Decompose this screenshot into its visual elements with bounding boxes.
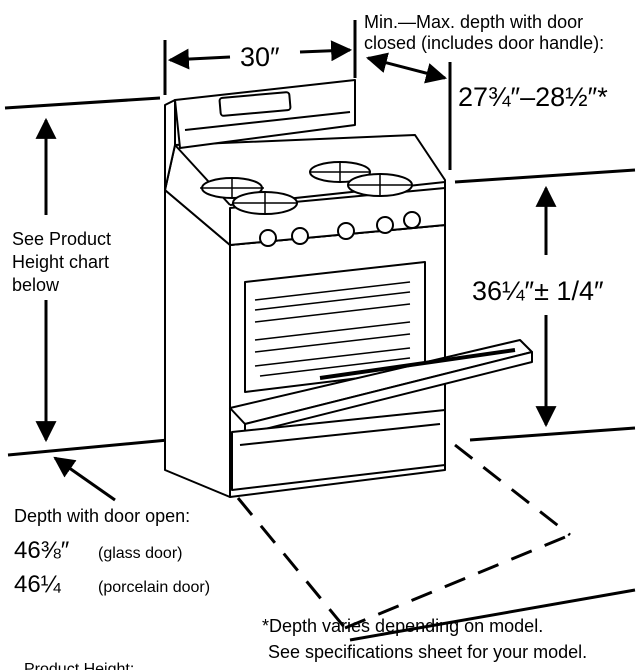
depth-closed-label-1: Min.—Max. depth with door xyxy=(364,12,583,32)
depth-open-arrow xyxy=(53,456,116,502)
width-label: 30″ xyxy=(240,42,280,72)
depth-open-glass-label: (glass door) xyxy=(98,545,182,562)
footnote-2: See specifications sheet for your model. xyxy=(268,642,587,662)
dimension-arrows xyxy=(35,40,557,502)
backguard-display xyxy=(218,91,292,117)
product-height-label-1: See Product xyxy=(12,229,111,249)
footnote-1: *Depth varies depending on model. xyxy=(262,616,543,636)
depth-open-porcelain-value: 46¼ xyxy=(14,571,62,598)
depth-closed-arrow xyxy=(365,52,448,84)
product-height-label-3: below xyxy=(12,275,60,295)
knob-1 xyxy=(259,229,277,247)
knob-2 xyxy=(291,227,309,245)
width-arrow-right xyxy=(299,40,353,62)
depth-closed-value: 27¾″–28½″* xyxy=(458,82,608,112)
bottom-cut-label: Product Height: xyxy=(24,661,134,670)
reference-lines xyxy=(4,20,636,642)
knob-4 xyxy=(376,216,394,234)
knob-3 xyxy=(337,222,355,240)
oven-racks xyxy=(254,281,411,377)
depth-open-title: Depth with door open: xyxy=(14,506,190,526)
product-height-label-2: Height chart xyxy=(12,252,109,272)
depth-open-glass-value: 46⅜″ xyxy=(14,537,70,564)
height-value: 36¼″± 1/4″ xyxy=(472,276,604,306)
depth-open-porcelain-label: (porcelain door) xyxy=(98,579,210,596)
backguard xyxy=(174,79,356,149)
width-arrow-left xyxy=(167,48,231,70)
depth-closed-label-2: closed (includes door handle): xyxy=(364,33,604,53)
door-open-footprint xyxy=(236,443,571,630)
knob-5 xyxy=(403,211,421,229)
range-illustration xyxy=(164,79,533,498)
